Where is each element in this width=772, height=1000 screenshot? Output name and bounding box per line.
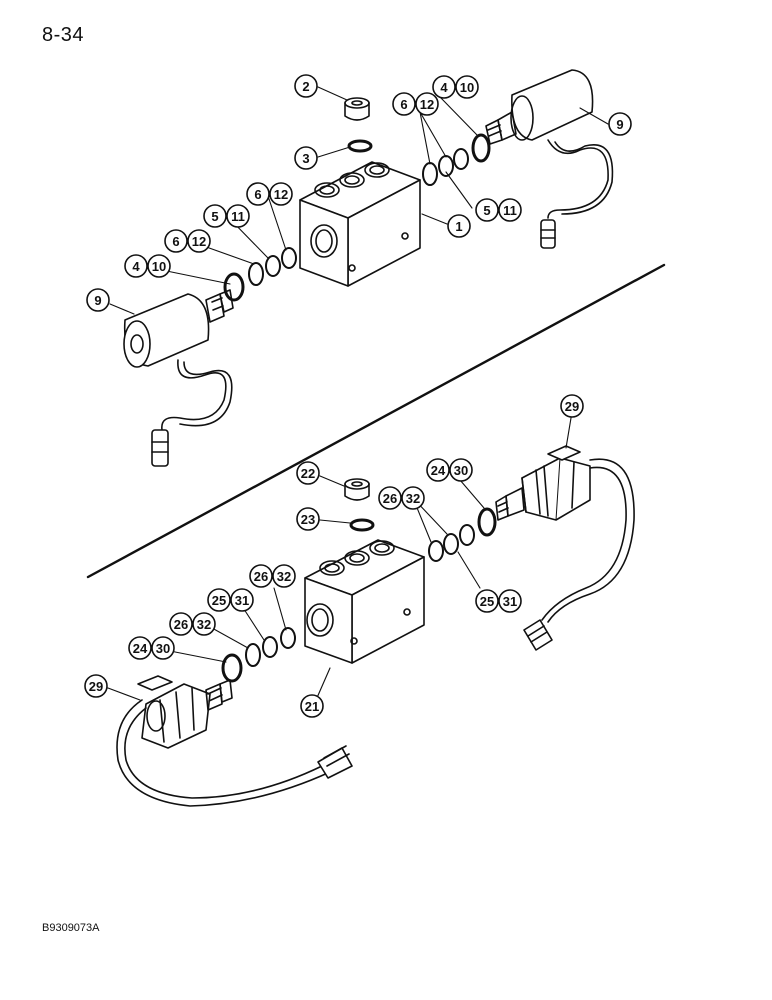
divider-line	[86, 263, 666, 579]
callout-9-upper-left: 9	[86, 288, 110, 312]
svg-text:6: 6	[400, 97, 407, 112]
callout-23: 23	[296, 507, 320, 531]
callout-25-31-lower-right: 25 31	[475, 589, 522, 613]
svg-text:4: 4	[132, 259, 140, 274]
callout-1: 1	[447, 214, 471, 238]
svg-text:26: 26	[383, 491, 397, 506]
svg-text:4: 4	[440, 80, 448, 95]
svg-text:32: 32	[197, 617, 211, 632]
callout-29-lower-right: 29	[560, 394, 584, 418]
o-rings-right-upper	[422, 133, 491, 186]
svg-text:30: 30	[454, 463, 468, 478]
callout-4-10-upper-right: 4 10	[432, 75, 479, 99]
svg-text:25: 25	[480, 594, 494, 609]
page-number: 8-34	[42, 24, 85, 46]
solenoid-upper-right	[485, 69, 614, 249]
valve-block-upper	[299, 161, 421, 287]
washer-lower	[349, 518, 375, 532]
valve-block-lower	[304, 539, 425, 664]
svg-text:3: 3	[302, 151, 309, 166]
svg-text:12: 12	[192, 234, 206, 249]
callout-21: 21	[300, 694, 324, 718]
svg-text:12: 12	[274, 187, 288, 202]
washer-upper	[347, 139, 373, 153]
svg-text:32: 32	[277, 569, 291, 584]
svg-text:11: 11	[231, 209, 245, 224]
svg-text:1: 1	[455, 219, 462, 234]
solenoid-lower-left	[116, 675, 353, 807]
callout-22: 22	[296, 461, 320, 485]
svg-text:30: 30	[156, 641, 170, 656]
svg-text:21: 21	[305, 699, 319, 714]
callout-24-30-lower-left: 24 30	[128, 636, 175, 660]
svg-text:24: 24	[133, 641, 148, 656]
o-rings-right-lower	[428, 507, 497, 562]
callout-5-11-upper-right: 5 11	[475, 198, 522, 222]
callout-24-30-lower-right: 24 30	[426, 458, 473, 482]
callout-6-12-upper-left-top: 6 12	[246, 182, 293, 206]
svg-text:6: 6	[172, 234, 179, 249]
callout-4-10-upper-left: 4 10	[124, 254, 171, 278]
svg-text:29: 29	[89, 679, 103, 694]
svg-text:10: 10	[152, 259, 166, 274]
svg-text:26: 26	[254, 569, 268, 584]
svg-text:5: 5	[483, 203, 490, 218]
svg-text:5: 5	[211, 209, 218, 224]
svg-text:11: 11	[503, 203, 517, 218]
svg-text:26: 26	[174, 617, 188, 632]
callout-5-11-upper-left: 5 11	[203, 204, 250, 228]
svg-text:12: 12	[420, 97, 434, 112]
svg-text:23: 23	[301, 512, 315, 527]
svg-text:25: 25	[212, 593, 226, 608]
callout-26-32-lower-left-top: 26 32	[249, 564, 296, 588]
callout-26-32-lower-left: 26 32	[169, 612, 216, 636]
callout-25-31-lower-left: 25 31	[207, 588, 254, 612]
svg-text:9: 9	[94, 293, 101, 308]
svg-text:31: 31	[503, 594, 517, 609]
callout-29-lower-left: 29	[84, 674, 108, 698]
svg-text:31: 31	[235, 593, 249, 608]
svg-text:22: 22	[301, 466, 315, 481]
svg-text:2: 2	[302, 79, 309, 94]
callout-6-12-upper-right: 6 12	[392, 92, 439, 116]
callout-9-upper-right: 9	[608, 112, 632, 136]
svg-text:9: 9	[616, 117, 623, 132]
o-rings-left-lower	[221, 627, 296, 683]
svg-text:10: 10	[460, 80, 474, 95]
o-rings-left-upper	[223, 247, 297, 302]
plug-upper	[344, 97, 370, 121]
svg-text:32: 32	[406, 491, 420, 506]
callout-2: 2	[294, 74, 318, 98]
callout-3: 3	[294, 146, 318, 170]
svg-text:29: 29	[565, 399, 579, 414]
figure-code: B9309073A	[42, 922, 100, 934]
svg-text:6: 6	[254, 187, 261, 202]
solenoid-lower-right	[495, 445, 635, 651]
solenoid-upper-left	[123, 289, 234, 467]
svg-text:24: 24	[431, 463, 446, 478]
leader-lines	[107, 86, 609, 701]
plug-lower	[344, 478, 370, 501]
callout-6-12-upper-left: 6 12	[164, 229, 211, 253]
callout-26-32-lower-right: 26 32	[378, 486, 425, 510]
